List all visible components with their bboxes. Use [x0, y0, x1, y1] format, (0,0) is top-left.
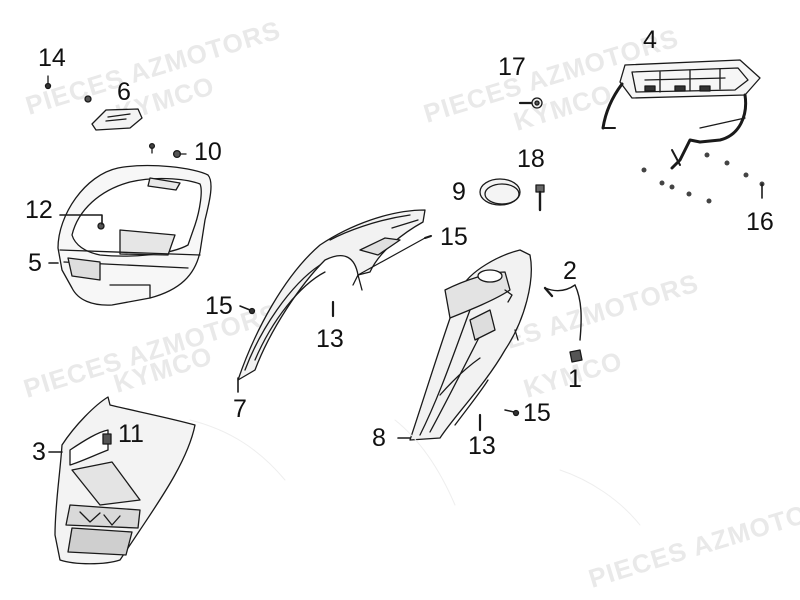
callout-6: 6 [117, 78, 131, 106]
part-clip-1 [569, 349, 583, 363]
part-bolt-17 [518, 97, 543, 109]
callout-5: 5 [28, 249, 42, 277]
callout-3: 3 [32, 438, 46, 466]
part-inner-cover-3 [54, 396, 196, 565]
part-screw-14 [44, 75, 52, 90]
part-body-cover-8 [409, 249, 532, 441]
callout-8: 8 [372, 424, 386, 452]
part-screw-lid [84, 95, 92, 103]
callout-14: 14 [38, 44, 66, 72]
part-bolt-18 [535, 184, 545, 212]
part-lid-6 [91, 108, 143, 131]
callout-9: 9 [452, 178, 466, 206]
part-body-cover-7 [237, 209, 426, 381]
callout-12: 12 [25, 196, 53, 224]
part-screw-10 [148, 142, 187, 159]
callout-17: 17 [498, 53, 526, 81]
callout-7: 7 [233, 395, 247, 423]
callout-2: 2 [563, 257, 577, 285]
callout-15-left: 15 [205, 292, 233, 320]
callout-13-right: 13 [468, 432, 496, 460]
part-helmet-box-5 [57, 164, 212, 306]
callout-11: 11 [118, 420, 144, 448]
part-cable-2 [543, 284, 582, 341]
callout-16: 16 [746, 208, 774, 236]
part-hardware-set-16 [641, 152, 765, 204]
callout-18: 18 [517, 145, 545, 173]
callout-4: 4 [643, 26, 657, 54]
callout-13-left: 13 [316, 325, 344, 353]
callout-10: 10 [194, 138, 222, 166]
part-cap-9 [479, 178, 521, 206]
part-rear-carrier-4 [601, 59, 761, 170]
callout-15-lower: 15 [523, 399, 551, 427]
callout-1: 1 [568, 365, 582, 393]
callout-15-upper: 15 [440, 223, 468, 251]
